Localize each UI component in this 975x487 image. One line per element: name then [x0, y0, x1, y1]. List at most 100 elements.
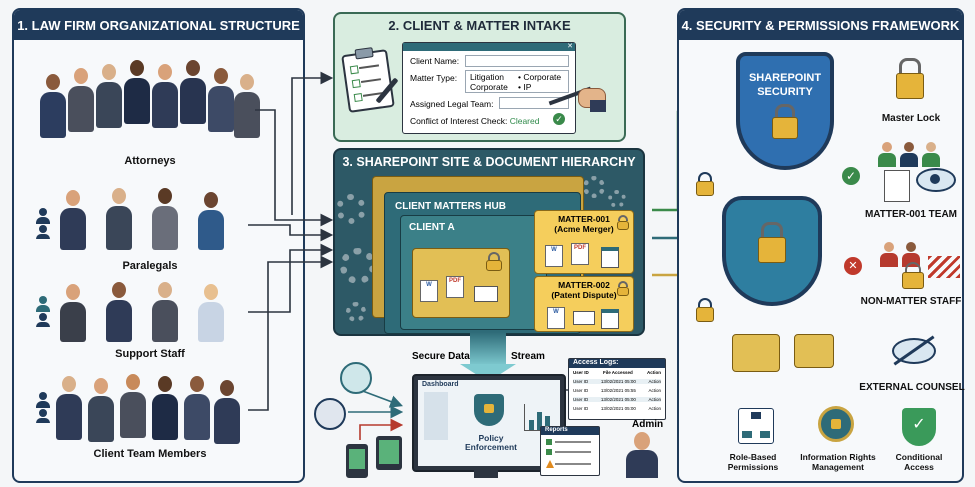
conflict-check-label: Conflict of Interest Check:: [410, 116, 508, 126]
matter-type-option-corporate[interactable]: Corporate: [470, 82, 508, 92]
eye-icon: [916, 168, 956, 192]
matter-team-label: MATTER-001 TEAM: [864, 209, 958, 220]
attorneys-group: [40, 60, 260, 150]
clipboard-icon: [341, 47, 395, 113]
non-matter-label: NON-MATTER STAFF: [860, 296, 962, 307]
deny-circle-icon: ✕: [844, 257, 862, 275]
monitor-stand: [474, 468, 498, 478]
warning-icon: [546, 460, 554, 468]
client-team-figure: [184, 376, 210, 444]
stream-label: Stream: [511, 351, 545, 362]
matter-001-subtitle: (Acme Merger): [554, 224, 614, 234]
paralegal-figure: [60, 190, 86, 258]
matter-type-option-litigation[interactable]: Litigation: [470, 72, 505, 82]
pdf-doc-icon: PDF: [571, 243, 589, 265]
admin-figure: [624, 432, 660, 478]
check-icon: [546, 449, 552, 455]
matter-002-subtitle: (Patent Dispute): [551, 290, 617, 300]
connector-attorneys: [255, 109, 334, 227]
word-doc-icon: W: [420, 280, 438, 302]
reports-panel: Reports: [540, 426, 600, 476]
group-label-attorneys: Attorneys: [124, 155, 176, 167]
group-label-support-staff: Support Staff: [115, 348, 185, 360]
client-name-label: Client Name:: [410, 56, 460, 66]
matter-type-label: Matter Type:: [410, 73, 458, 83]
master-lock-icon: [896, 58, 924, 99]
client-name-field[interactable]: [465, 55, 569, 67]
matter-001-title: MATTER-001: [558, 214, 610, 224]
lock-icon: [902, 262, 924, 289]
document-check-icon: [884, 170, 910, 202]
external-folder[interactable]: [732, 334, 780, 372]
org-chart-icon: [738, 408, 774, 444]
calendar-icon: [601, 247, 619, 268]
mail-icon: [474, 286, 498, 302]
matter-type-option-corporate-bullet[interactable]: • Corporate: [518, 72, 562, 82]
matter-002-title: MATTER-002: [558, 280, 610, 290]
client-team-figure: [152, 376, 178, 444]
attorney-figure: [40, 74, 66, 142]
connector-client-team: [248, 255, 334, 411]
panel-intake-title: 2. CLIENT & MATTER INTAKE: [388, 18, 571, 33]
hand-pen-icon: [548, 84, 606, 112]
client-team-figure: [120, 374, 146, 442]
tablet-icon: [376, 436, 402, 470]
client-matters-hub-label: CLIENT MATTERS HUB: [395, 201, 506, 212]
calendar-icon: [601, 309, 619, 329]
matter-001-folder[interactable]: MATTER-001 (Acme Merger) W PDF: [534, 210, 634, 274]
assigned-team-label: Assigned Legal Team:: [410, 99, 494, 109]
mail-icon: [573, 311, 595, 325]
conflict-check-row: Conflict of Interest Check: Cleared: [410, 116, 539, 126]
client-team-figure: [214, 380, 240, 448]
external-folder[interactable]: [794, 334, 834, 368]
lock-icon: [617, 281, 629, 296]
secure-data-stream-arrow: [470, 332, 506, 366]
panel-org-structure-title: 1. LAW FIRM ORGANIZATIONAL STRUCTURE: [14, 10, 303, 40]
paralegals-group: [60, 188, 240, 254]
lock-icon: [758, 222, 786, 263]
matter-type-field[interactable]: Litigation • Corporate Corporate • IP: [465, 70, 569, 93]
client-team-figure: [56, 376, 82, 444]
close-icon[interactable]: ✕: [567, 43, 573, 50]
user-icon: [36, 392, 50, 423]
user-icon: [36, 208, 50, 239]
matter-type-option-ip[interactable]: • IP: [518, 82, 532, 92]
lock-icon: [486, 252, 502, 271]
support-staff-figure: [106, 282, 132, 350]
client-team-group: [56, 374, 246, 444]
client-team-figure: [88, 378, 114, 446]
attorney-figure: [152, 64, 178, 132]
policy-enforcement-label: Policy Enforcement: [465, 433, 517, 452]
matter-team-figures: [878, 142, 944, 170]
intake-form-window: ✕ Client Name: Matter Type: Litigation •…: [402, 42, 576, 134]
user-avatar-icon: [314, 398, 346, 430]
check-icon: [546, 439, 552, 445]
lock-icon: [696, 298, 714, 322]
gear-icon: [340, 248, 376, 284]
check-circle-icon: ✓: [553, 113, 565, 125]
connector-user-to-dashboard: [359, 389, 403, 408]
gear-icon: [608, 190, 626, 208]
shield-title-line1: SHAREPOINT: [748, 72, 822, 84]
paralegal-figure: [198, 192, 224, 260]
connector-paralegals: [248, 224, 334, 242]
shield-title-line2: SECURITY: [757, 86, 813, 98]
conflict-check-status: Cleared: [509, 116, 540, 126]
panel-security-title: 4. SECURITY & PERMISSIONS FRAMEWORK: [679, 10, 962, 40]
conditional-access-shield-icon: ✓: [902, 408, 936, 446]
access-logs-title: Access Logs:: [573, 359, 619, 366]
user-avatar-icon: [340, 362, 372, 394]
connector-to-intake: [291, 71, 334, 215]
matter-002-folder[interactable]: MATTER-002 (Patent Dispute) W: [534, 276, 634, 332]
permissions-shield: [722, 196, 822, 306]
attorney-figure: [68, 68, 94, 136]
sharepoint-security-shield: SHAREPOINT SECURITY: [736, 52, 834, 170]
support-staff-group: [60, 282, 240, 344]
support-staff-figure: [198, 284, 224, 352]
panel-sharepoint-title: 3. SHAREPOINT SITE & DOCUMENT HIERARCHY: [342, 155, 636, 169]
attorney-figure: [124, 60, 150, 128]
gear-icon: [336, 194, 366, 224]
bar-chart-icon: [524, 404, 555, 431]
